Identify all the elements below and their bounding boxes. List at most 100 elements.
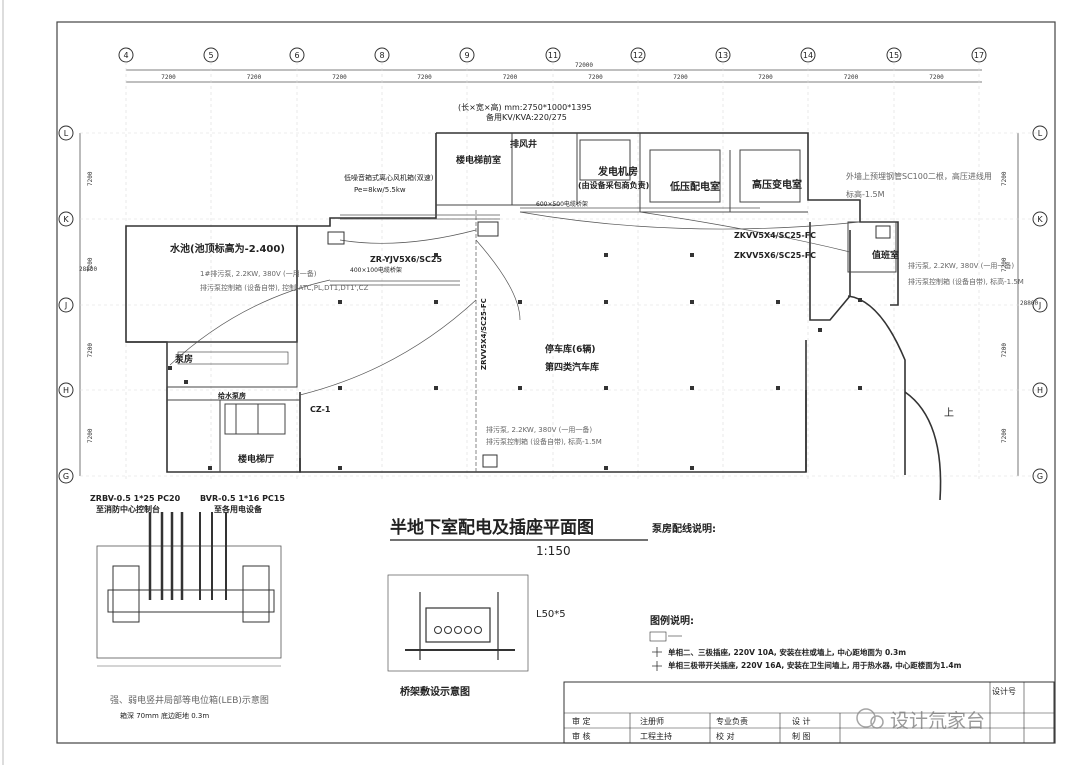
svg-text:17: 17 — [974, 51, 984, 60]
svg-text:J: J — [64, 301, 67, 310]
equipment — [177, 221, 891, 468]
plan-title: 半地下室配电及插座平面图 — [390, 517, 594, 538]
socket-mark — [690, 386, 694, 390]
span-dimension: 7200 — [161, 74, 176, 81]
detail-cable1: ZRBV-0.5 1*25 PC20 — [90, 494, 181, 503]
svg-text:L: L — [64, 129, 69, 138]
axis-bubble-11: 11 — [545, 47, 561, 63]
socket-mark — [858, 298, 862, 302]
watermark-text: 设计氘家台 — [890, 710, 985, 732]
fan-well-label: 排风井 — [510, 138, 537, 150]
detail-to2: 至各用电设备 — [214, 504, 263, 514]
legend: 图例说明: 单相二、三极插座, 220V 10A, 安装在柱或墙上, 中心距地面… — [649, 614, 962, 671]
fan-power-label: Pe=8kw/5.5kw — [354, 186, 406, 194]
span-dimension: 7200 — [247, 74, 262, 81]
duty-pump-note2: 排污泵控制箱 (设备自带), 标高-1.5M — [908, 277, 1024, 286]
leb-detail: ZRBV-0.5 1*25 PC20 至消防中心控制台 BVR-0.5 1*16… — [90, 494, 285, 720]
stair-front-label: 楼电梯前室 — [456, 154, 501, 166]
axis-bubble-4: 4 — [118, 47, 134, 63]
socket-mark — [818, 328, 822, 332]
tray-caption: 桥架敷设示意图 — [400, 685, 470, 698]
vertical-cable-label: ZRVV5X4/SC25-FC — [480, 298, 488, 370]
detail-to1: 至消防中心控制台 — [96, 504, 160, 514]
duty-pump-note: 排污泵, 2.2KW, 380V (一用一备) — [908, 261, 1014, 270]
top-axis-bubbles: 4720057200672008720097200117200127200137… — [118, 47, 987, 81]
zkvv1-label: ZKVV5X4/SC25-FC — [734, 231, 816, 240]
room-labels: (长×宽×高) mm:2750*1000*1395 备用KV/KVA:220/2… — [169, 102, 1024, 465]
svg-text:K: K — [63, 215, 69, 224]
elev-hall-label: 楼电梯厅 — [238, 453, 274, 465]
row-bubble-G-right: G — [1032, 468, 1048, 484]
zr-cable-label: ZR-YJV5X6/SC25 — [370, 255, 442, 264]
water-tank-label: 水池(池顶标高为-2.400) — [169, 242, 285, 255]
span-dimension: 7200 — [673, 74, 688, 81]
tray2-label: 600×500电缆桥架 — [536, 200, 588, 208]
span-dimension: 7200 — [929, 74, 944, 81]
row-overall-right: 28800 — [1020, 300, 1038, 307]
svg-text:9: 9 — [464, 51, 469, 60]
water-room-label: 给水泵房 — [218, 391, 246, 400]
socket-mark — [338, 386, 342, 390]
detail-cable2: BVR-0.5 1*16 PC15 — [200, 494, 285, 503]
span-dimension: 7200 — [844, 74, 859, 81]
socket-mark — [690, 253, 694, 257]
svg-text:G: G — [1037, 472, 1043, 481]
axis-bubble-14: 14 — [800, 47, 816, 63]
svg-text:J: J — [1038, 301, 1041, 310]
detail-sub: 箱深 70mm 底边距地 0.3m — [120, 711, 209, 720]
wechat-icon — [856, 708, 876, 728]
garage-class-label: 第四类汽车库 — [545, 361, 599, 373]
tray-angle: L50*5 — [536, 609, 566, 620]
socket-mark — [776, 300, 780, 304]
socket-mark — [604, 300, 608, 304]
axis-bubble-9: 9 — [459, 47, 475, 63]
axis-bubble-13: 13 — [715, 47, 731, 63]
socket-mark — [518, 300, 522, 304]
pump-room-label: 泵房 — [175, 353, 193, 365]
socket-mark — [434, 253, 438, 257]
detail-caption: 强、弱电竖井局部等电位箱(LEB)示意图 — [110, 694, 269, 706]
grid-lines — [80, 62, 1040, 480]
svg-text:4: 4 — [123, 51, 128, 60]
legend-item-2: 单相三极带开关插座, 220V 16A, 安装在卫生间墙上, 用于热水器, 中心… — [668, 660, 962, 670]
gen-spec-label: 备用KV/KVA:220/275 — [486, 112, 567, 122]
elev-note-label: 标高-1.5M — [846, 189, 885, 199]
socket-mark — [690, 300, 694, 304]
gen-room-label: 发电机房 — [597, 165, 638, 178]
socket-mark — [604, 466, 608, 470]
box-dims-label: (长×宽×高) mm:2750*1000*1395 — [458, 102, 592, 112]
svg-text:L: L — [1038, 129, 1043, 138]
svg-text:14: 14 — [803, 51, 813, 60]
tb-r2-c3: 校 对 — [716, 731, 735, 741]
up-label: 上 — [944, 407, 954, 419]
svg-text:K: K — [1037, 215, 1043, 224]
cable-trays — [169, 207, 861, 472]
duty-room-label: 值班室 — [872, 249, 899, 261]
socket-mark — [434, 386, 438, 390]
tb-r1-c3: 专业负责 — [716, 716, 748, 726]
cz-label: CZ-1 — [310, 405, 331, 414]
tray-detail: L50*5 桥架敷设示意图 — [387, 574, 566, 698]
building-walls — [125, 132, 942, 501]
tb-r2-c2: 工程主持 — [640, 731, 672, 741]
row-span-dimension: 7200 — [1001, 257, 1008, 272]
hv-room-label: 高压变电室 — [752, 178, 802, 191]
pump-note1: 1#排污泵, 2.2KW, 380V (一用一备) — [200, 269, 317, 278]
watermark: 设计氘家台 — [856, 708, 985, 732]
axis-bubble-15: 15 — [886, 47, 902, 63]
fan-box-label: 低噪音箱式离心风机箱(双速) — [344, 173, 434, 182]
socket-mark — [184, 380, 188, 384]
socket-mark — [776, 386, 780, 390]
row-bubble-L-left: L — [58, 125, 74, 141]
tb-r2-c4: 制 图 — [792, 731, 811, 741]
switch-socket-icon — [652, 661, 662, 671]
span-dimension: 7200 — [503, 74, 518, 81]
row-bubble-J-right: J — [1032, 297, 1048, 313]
socket-mark — [604, 253, 608, 257]
span-dimension: 7200 — [588, 74, 603, 81]
row-bubble-H-right: H — [1032, 382, 1048, 398]
zkvv2-label: ZKVV5X6/SC25-FC — [734, 251, 816, 260]
legend-item-1: 单相二、三极插座, 220V 10A, 安装在柱或墙上, 中心距地面为 0.3m — [668, 647, 906, 657]
socket-markers — [168, 253, 862, 470]
